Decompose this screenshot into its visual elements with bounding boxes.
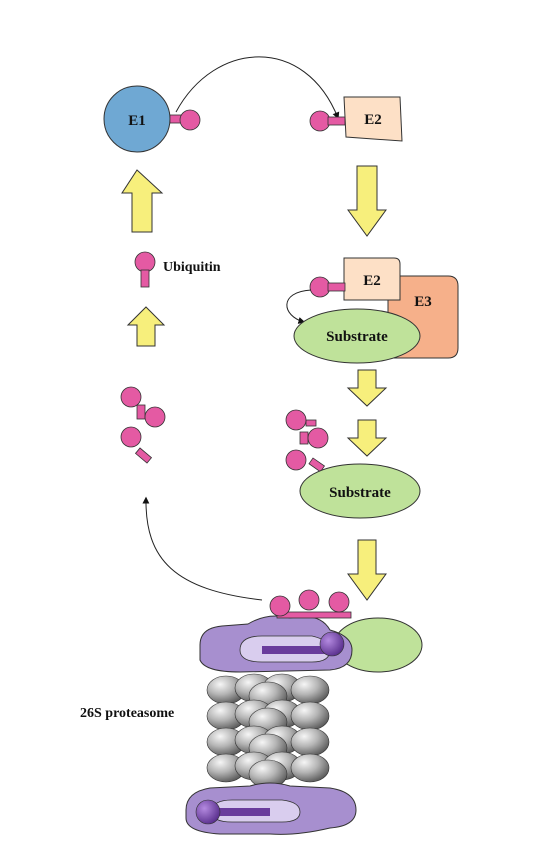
ubiquitin-on-e2 — [309, 110, 346, 132]
yellow-arrow-up-2 — [126, 306, 166, 347]
substrate-2-label: Substrate — [329, 485, 391, 501]
substrate-1-label: Substrate — [326, 329, 388, 345]
released-polyubiquitin-chain — [120, 386, 166, 464]
proteasome — [185, 589, 423, 835]
transfer-arrow-e1-to-e2 — [175, 56, 340, 120]
substrate-1: Substrate — [293, 308, 421, 364]
substrate-2: Substrate — [299, 463, 421, 519]
polyubiquitin-chain-on-substrate — [285, 409, 329, 473]
yellow-arrow-up-1 — [121, 169, 164, 233]
transfer-arrow-to-substrate — [286, 289, 312, 324]
yellow-arrow-down-3 — [346, 419, 388, 457]
proteasome-bottom-cap — [185, 782, 357, 835]
e1-label: E1 — [128, 113, 146, 129]
e3-label: E3 — [414, 294, 432, 310]
e2-top-label: E2 — [364, 112, 382, 128]
e2-enzyme-complex: E2 — [343, 257, 401, 301]
recycle-arrow — [142, 496, 263, 601]
proteasome-label: 26S proteasome — [80, 706, 174, 721]
e1-enzyme: E1 — [103, 85, 171, 153]
yellow-arrow-down-4 — [347, 539, 387, 601]
ubiquitin-on-e2-complex — [309, 276, 346, 298]
polyubiquitin-chain-on-proteasome — [269, 589, 352, 619]
proteasome-core — [206, 673, 330, 789]
proteasome-top-cap — [199, 615, 353, 673]
yellow-arrow-down-2 — [346, 369, 388, 407]
e2-complex-label: E2 — [363, 273, 381, 289]
free-ubiquitin — [134, 251, 156, 288]
ubiquitin-label: Ubiquitin — [163, 260, 221, 275]
e2-enzyme-top: E2 — [343, 96, 403, 142]
ubiquitin-on-e1 — [169, 109, 201, 131]
yellow-arrow-down-1 — [347, 165, 387, 237]
